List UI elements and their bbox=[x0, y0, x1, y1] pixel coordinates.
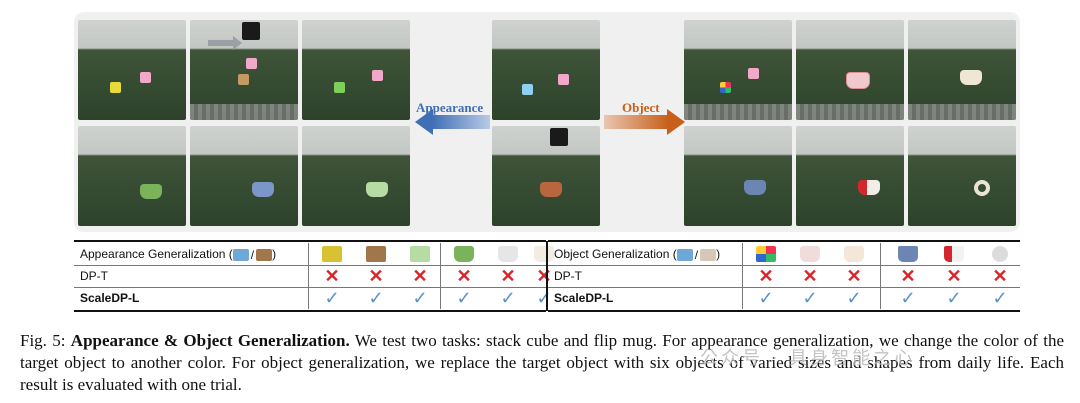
arrow-object-head bbox=[667, 109, 685, 135]
table-header-row: Appearance Generalization (/) bbox=[74, 243, 554, 265]
photo-center-brown-mug bbox=[492, 126, 600, 226]
success-mark: ✓ bbox=[758, 288, 774, 308]
arrow-object-bar bbox=[604, 115, 668, 129]
photo-appearance-blue-mug bbox=[190, 126, 298, 226]
caption-prefix: Fig. 5: bbox=[20, 331, 71, 350]
swatch-tape-roll bbox=[992, 246, 1008, 262]
success-mark: ✓ bbox=[900, 288, 916, 308]
swatch-paper-cup bbox=[944, 246, 964, 262]
swatch-cell bbox=[310, 243, 354, 265]
swatch-pink-mug bbox=[800, 246, 820, 262]
photo-object-blue-cup bbox=[684, 126, 792, 226]
photo-object-pink-mug bbox=[796, 20, 904, 120]
photo-appearance-green-mug bbox=[78, 126, 186, 226]
success-mark: ✓ bbox=[368, 288, 384, 308]
fail-mark: ✕ bbox=[456, 266, 472, 286]
swatch-white-mug bbox=[498, 246, 518, 262]
arrow-appearance-bar bbox=[432, 115, 490, 129]
photo-appearance-lightgreen-mug bbox=[302, 126, 410, 226]
swatch-blue-cup bbox=[898, 246, 918, 262]
swatch-lightgreen bbox=[410, 246, 430, 262]
swatch-cell bbox=[522, 243, 566, 265]
caption-title: Appearance & Object Generalization. bbox=[70, 331, 350, 350]
table-mid-divider bbox=[546, 241, 548, 311]
photo-object-roll-tape bbox=[908, 126, 1016, 226]
swatch-green-mug bbox=[454, 246, 474, 262]
swatch-cell bbox=[354, 243, 398, 265]
swatch-white-mug bbox=[844, 246, 864, 262]
row-label: DP-T bbox=[80, 269, 108, 283]
row-label: ScaleDP-L bbox=[80, 291, 140, 305]
table-row-dpt-appearance: DP-T ✕ ✕ ✕ ✕ ✕ ✕ bbox=[74, 265, 552, 287]
table-row-dpt-object: DP-T ✕ ✕ ✕ ✕ ✕ ✕ bbox=[548, 265, 1020, 287]
photo-appearance-tan-cube bbox=[190, 20, 298, 120]
arrow-label-object: Object bbox=[622, 100, 660, 115]
photo-appearance-yellow-cube bbox=[78, 20, 186, 120]
fail-mark: ✕ bbox=[846, 266, 862, 286]
figure-caption: Fig. 5: Appearance & Object Generalizati… bbox=[20, 330, 1064, 396]
success-mark: ✓ bbox=[802, 288, 818, 308]
table-row-scaledp-object: ScaleDP-L ✓ ✓ ✓ ✓ ✓ ✓ bbox=[548, 287, 1020, 309]
table-row-scaledp-appearance: ScaleDP-L ✓ ✓ ✓ ✓ ✓ ✓ bbox=[74, 287, 552, 309]
fail-mark: ✕ bbox=[900, 266, 916, 286]
success-mark: ✓ bbox=[500, 288, 516, 308]
caption-body: We test two tasks: stack cube and flip m… bbox=[20, 331, 1064, 394]
success-mark: ✓ bbox=[324, 288, 340, 308]
photo-object-multicolor-cube bbox=[684, 20, 792, 120]
fail-mark: ✕ bbox=[992, 266, 1008, 286]
object-header-label: Object Generalization (/) bbox=[554, 247, 721, 262]
swatch-patterned-mug bbox=[534, 246, 554, 262]
swatch-yellow bbox=[322, 246, 342, 262]
fail-mark: ✕ bbox=[946, 266, 962, 286]
success-mark: ✓ bbox=[456, 288, 472, 308]
arrow-appearance-head bbox=[415, 109, 433, 135]
swatch-brown bbox=[366, 246, 386, 262]
success-mark: ✓ bbox=[992, 288, 1008, 308]
row-label: DP-T bbox=[554, 269, 582, 283]
success-mark: ✓ bbox=[846, 288, 862, 308]
fail-mark: ✕ bbox=[324, 266, 340, 286]
fail-mark: ✕ bbox=[368, 266, 384, 286]
watermark-text: 公众号 · 具身智能之心 bbox=[700, 348, 916, 369]
swatch-cell bbox=[486, 243, 530, 265]
table-header-row: Object Generalization (/) bbox=[548, 243, 1020, 265]
swatch-cell bbox=[398, 243, 442, 265]
row-label: ScaleDP-L bbox=[554, 291, 614, 305]
photo-appearance-green-cube bbox=[302, 20, 410, 120]
fail-mark: ✕ bbox=[500, 266, 516, 286]
fail-mark: ✕ bbox=[758, 266, 774, 286]
success-mark: ✓ bbox=[946, 288, 962, 308]
success-mark: ✓ bbox=[412, 288, 428, 308]
fail-mark: ✕ bbox=[412, 266, 428, 286]
appearance-header-label: Appearance Generalization (/) bbox=[80, 247, 277, 262]
fail-mark: ✕ bbox=[802, 266, 818, 286]
photo-object-red-white-cup bbox=[796, 126, 904, 226]
photo-center-blue-cube bbox=[492, 20, 600, 120]
swatch-rubik-cube bbox=[756, 246, 776, 262]
photo-object-white-mug bbox=[908, 20, 1016, 120]
swatch-cell bbox=[442, 243, 486, 265]
